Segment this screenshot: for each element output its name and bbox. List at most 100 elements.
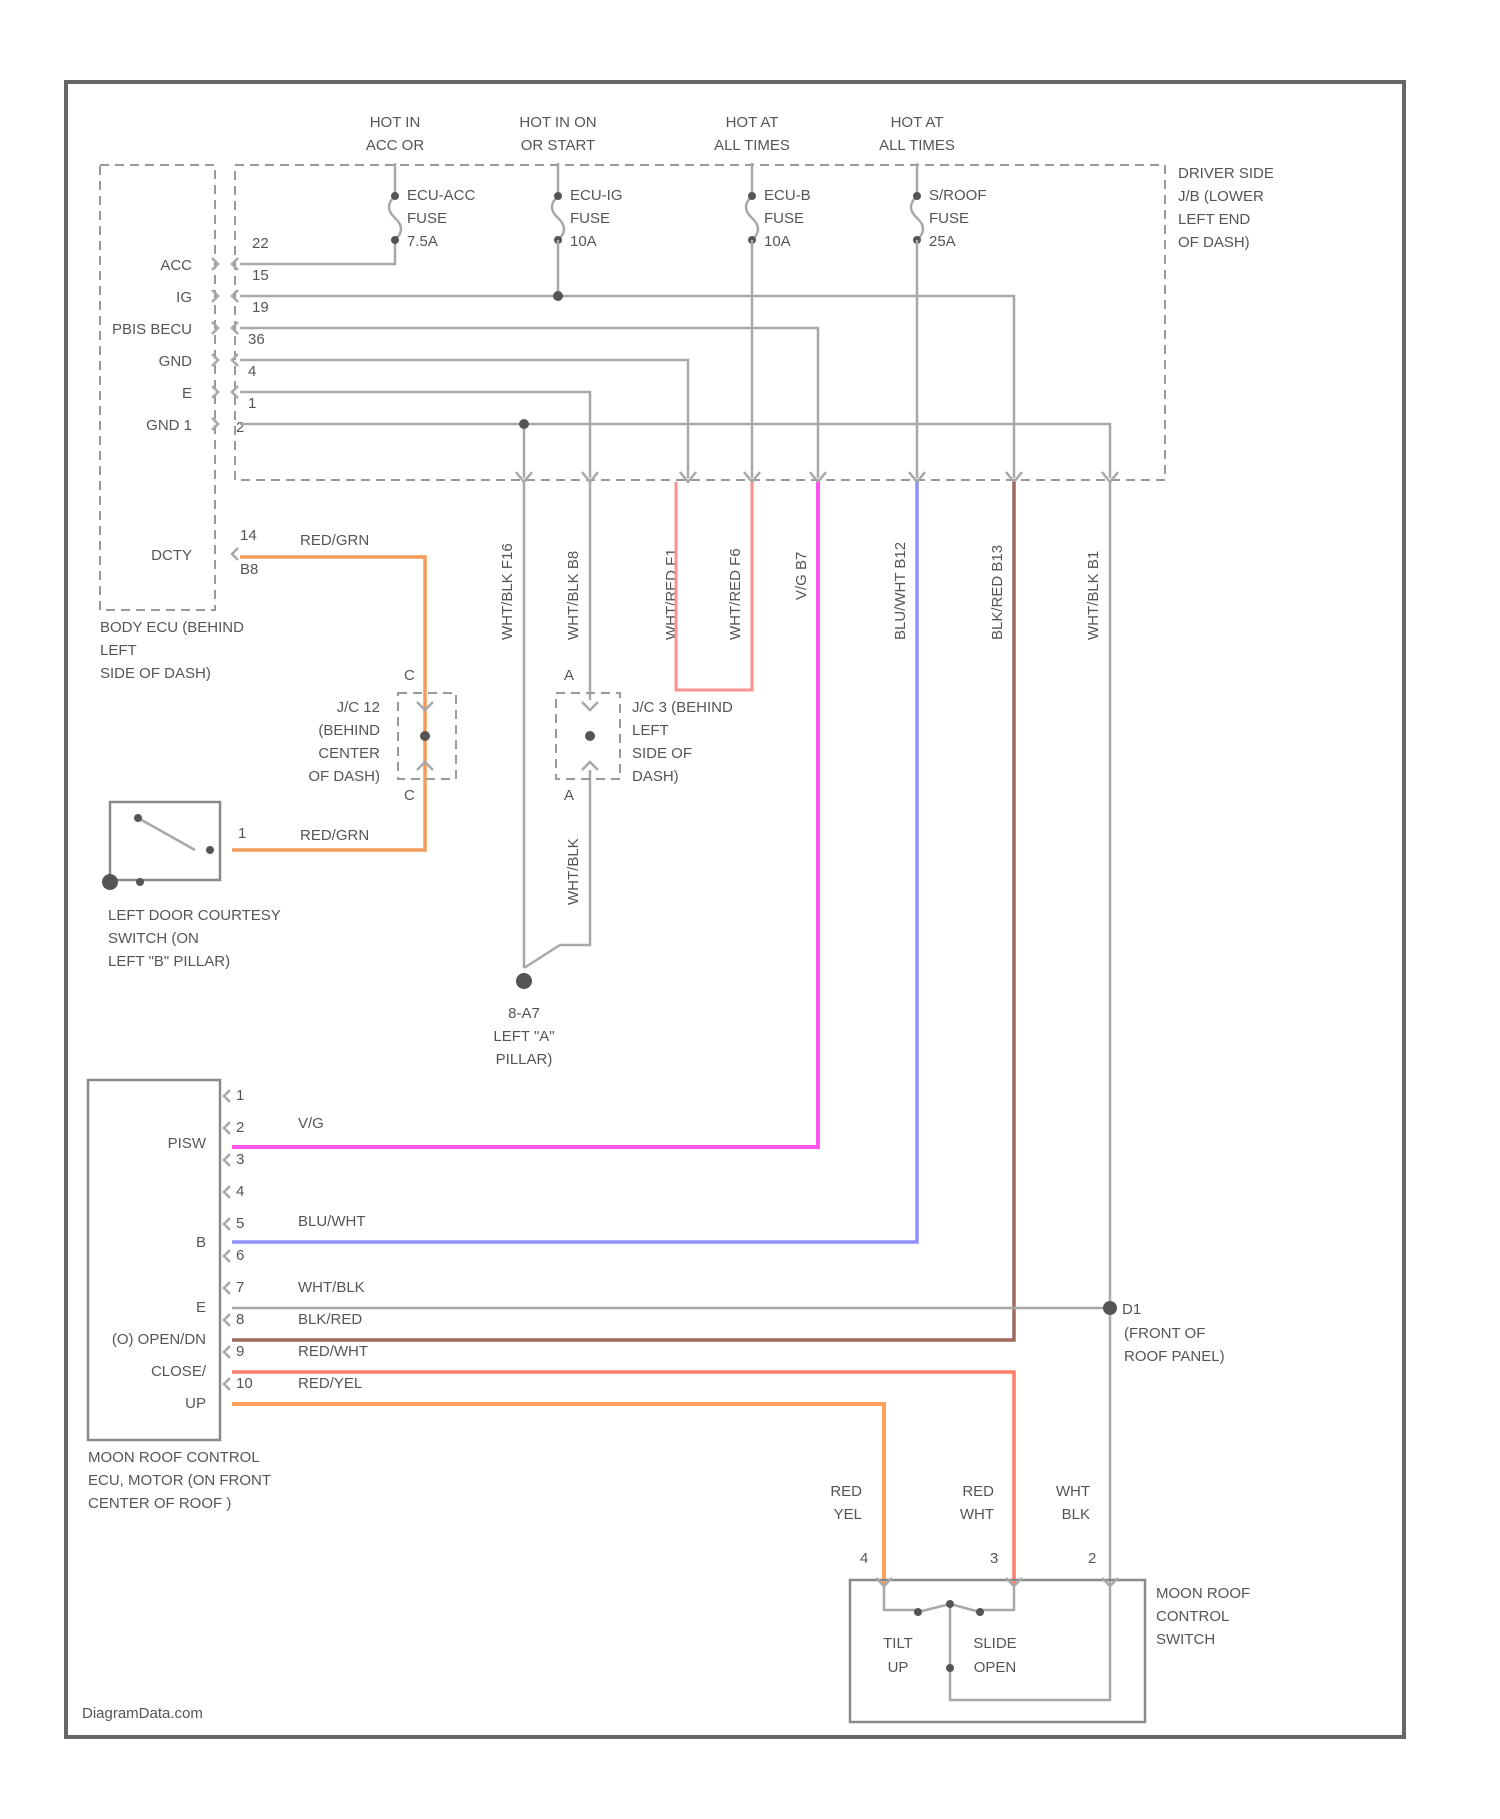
courtesy-switch-wire: RED/GRN: [300, 827, 369, 844]
body-ecu-box: [100, 165, 215, 610]
fuse-s-roof: [911, 163, 923, 244]
pin-num-14: 14: [240, 527, 257, 544]
jb-wire-label-b12: BLU/WHT B12: [892, 542, 909, 640]
ecu-wire-label-blk-red: BLK/RED: [298, 1311, 362, 1328]
courtesy-switch-ground-icon: [102, 874, 118, 890]
roof-ground-label-1: (FRONT OF: [1124, 1325, 1205, 1342]
jc3-label-3: SIDE OF: [632, 745, 692, 762]
jc3-label-4: DASH): [632, 768, 679, 785]
fuse-label-b-2: FUSE: [764, 210, 804, 227]
power-label-ig: HOT IN ON: [519, 114, 596, 131]
pin-num-15: 15: [252, 267, 269, 284]
ecu-pin-6: 6: [236, 1247, 244, 1264]
ground-label-1: 8-A7: [508, 1005, 540, 1022]
switch-wire-1-l2: YEL: [834, 1506, 862, 1523]
body-ecu-label-2: LEFT: [100, 642, 137, 659]
ground-label-3: PILLAR): [496, 1051, 553, 1068]
wire-red-yel: [232, 1404, 884, 1585]
switch-wire-3-l1: WHT: [1056, 1483, 1090, 1500]
ecu-wire-label-red-wht: RED/WHT: [298, 1343, 368, 1360]
ground-label-2: LEFT "A": [493, 1028, 554, 1045]
ecu-pin-10: 10: [236, 1375, 253, 1392]
fuse-label-sroof-1: S/ROOF: [929, 187, 987, 204]
power-label-acc: HOT IN: [370, 114, 421, 131]
switch-wire-2-l2: WHT: [960, 1506, 994, 1523]
fuse-ecu-ig: [552, 163, 564, 244]
ecu-pin-5: 5: [236, 1215, 244, 1232]
ecu-pin-3: 3: [236, 1151, 244, 1168]
ecu-pin-8: 8: [236, 1311, 244, 1328]
jb-internal-wiring: [240, 240, 1110, 478]
courtesy-switch-contact: [138, 818, 195, 850]
moonroof-ecu-label-3: CENTER OF ROOF ): [88, 1495, 231, 1512]
body-ecu-pin-ticks: [212, 258, 238, 560]
ecu-pin-name-pisw: PISW: [168, 1135, 207, 1152]
dcty-wire-label: RED/GRN: [300, 532, 369, 549]
body-ecu-pin-e: E: [182, 385, 192, 402]
switch-tilt-label-2: UP: [888, 1659, 909, 1676]
ecu-pin-ticks: [224, 1090, 230, 1390]
jc3-label-1: J/C 3 (BEHIND: [632, 699, 733, 716]
body-ecu-pin-dcty: DCTY: [151, 547, 192, 564]
power-label-acc-2: ACC OR: [366, 137, 425, 154]
jc3-pin-top: A: [564, 667, 574, 684]
switch-pin-4: 4: [860, 1550, 868, 1567]
pin-num-2: 2: [236, 419, 244, 436]
fuse-label-ig-3: 10A: [570, 233, 597, 250]
fuse-ecu-acc: [389, 163, 401, 260]
moonroof-switch-label-3: SWITCH: [1156, 1631, 1215, 1648]
roof-ground-pin: D1: [1122, 1301, 1141, 1318]
fuse-ecu-b: [746, 163, 758, 244]
driver-jb-label-3: LEFT END: [1178, 211, 1250, 228]
jc12-pin-bottom: C: [404, 787, 415, 804]
moonroof-ecu-label-1: MOON ROOF CONTROL: [88, 1449, 260, 1466]
power-label-ig-2: OR START: [521, 137, 595, 154]
switch-pin-3: 3: [990, 1550, 998, 1567]
jc3-label-2: LEFT: [632, 722, 669, 739]
moonroof-switch-label-1: MOON ROOF: [1156, 1585, 1250, 1602]
pin-num-4: 4: [248, 363, 256, 380]
body-ecu-pin-gnd: GND: [159, 353, 193, 370]
fuse-label-sroof-3: 25A: [929, 233, 956, 250]
roof-ground-label-2: ROOF PANEL): [1124, 1348, 1225, 1365]
fuse-label-ig-2: FUSE: [570, 210, 610, 227]
watermark: DiagramData.com: [82, 1705, 203, 1722]
pin-num-22: 22: [252, 235, 269, 252]
jc3-pin-bottom: A: [564, 787, 574, 804]
pin-num-b8: B8: [240, 561, 258, 578]
jc12-label-3: CENTER: [318, 745, 380, 762]
switch-wire-3-l2: BLK: [1062, 1506, 1090, 1523]
ecu-wire-label-red-yel: RED/YEL: [298, 1375, 362, 1392]
switch-pin-2: 2: [1088, 1550, 1096, 1567]
switch-slide-label-2: OPEN: [974, 1659, 1017, 1676]
ecu-pin-2: 2: [236, 1119, 244, 1136]
pin-num-1: 1: [248, 395, 256, 412]
driver-jb-box: [235, 165, 1165, 480]
driver-jb-label-2: J/B (LOWER: [1178, 188, 1264, 205]
jb-wire-label-b8: WHT/BLK B8: [565, 551, 582, 640]
power-label-batt-1: HOT AT: [726, 114, 779, 131]
body-ecu-pin-ig: IG: [176, 289, 192, 306]
courtesy-switch-box: [110, 802, 220, 880]
switch-wire-2-l1: RED: [962, 1483, 994, 1500]
ecu-pin-1: 1: [236, 1087, 244, 1104]
jc12-label-4: OF DASH): [308, 768, 380, 785]
pin-num-36: 36: [248, 331, 265, 348]
body-ecu-pin-acc: ACC: [160, 257, 192, 274]
wire-red-grn: [232, 557, 425, 850]
moonroof-switch-label-2: CONTROL: [1156, 1608, 1229, 1625]
courtesy-switch-label-3: LEFT "B" PILLAR): [108, 953, 230, 970]
ecu-pin-9: 9: [236, 1343, 244, 1360]
ecu-pin-4: 4: [236, 1183, 244, 1200]
switch-wire-1-l1: RED: [830, 1483, 862, 1500]
jb-wire-label-b1: WHT/BLK B1: [1085, 551, 1102, 640]
fuse-label-acc-2: FUSE: [407, 210, 447, 227]
body-ecu-label-1: BODY ECU (BEHIND: [100, 619, 244, 636]
fuse-label-acc-1: ECU-ACC: [407, 187, 476, 204]
ecu-pin-name-up: UP: [185, 1395, 206, 1412]
power-label-batt-2: HOT AT: [891, 114, 944, 131]
ecu-pin-name-e: E: [196, 1299, 206, 1316]
fuse-label-ig-1: ECU-IG: [570, 187, 623, 204]
